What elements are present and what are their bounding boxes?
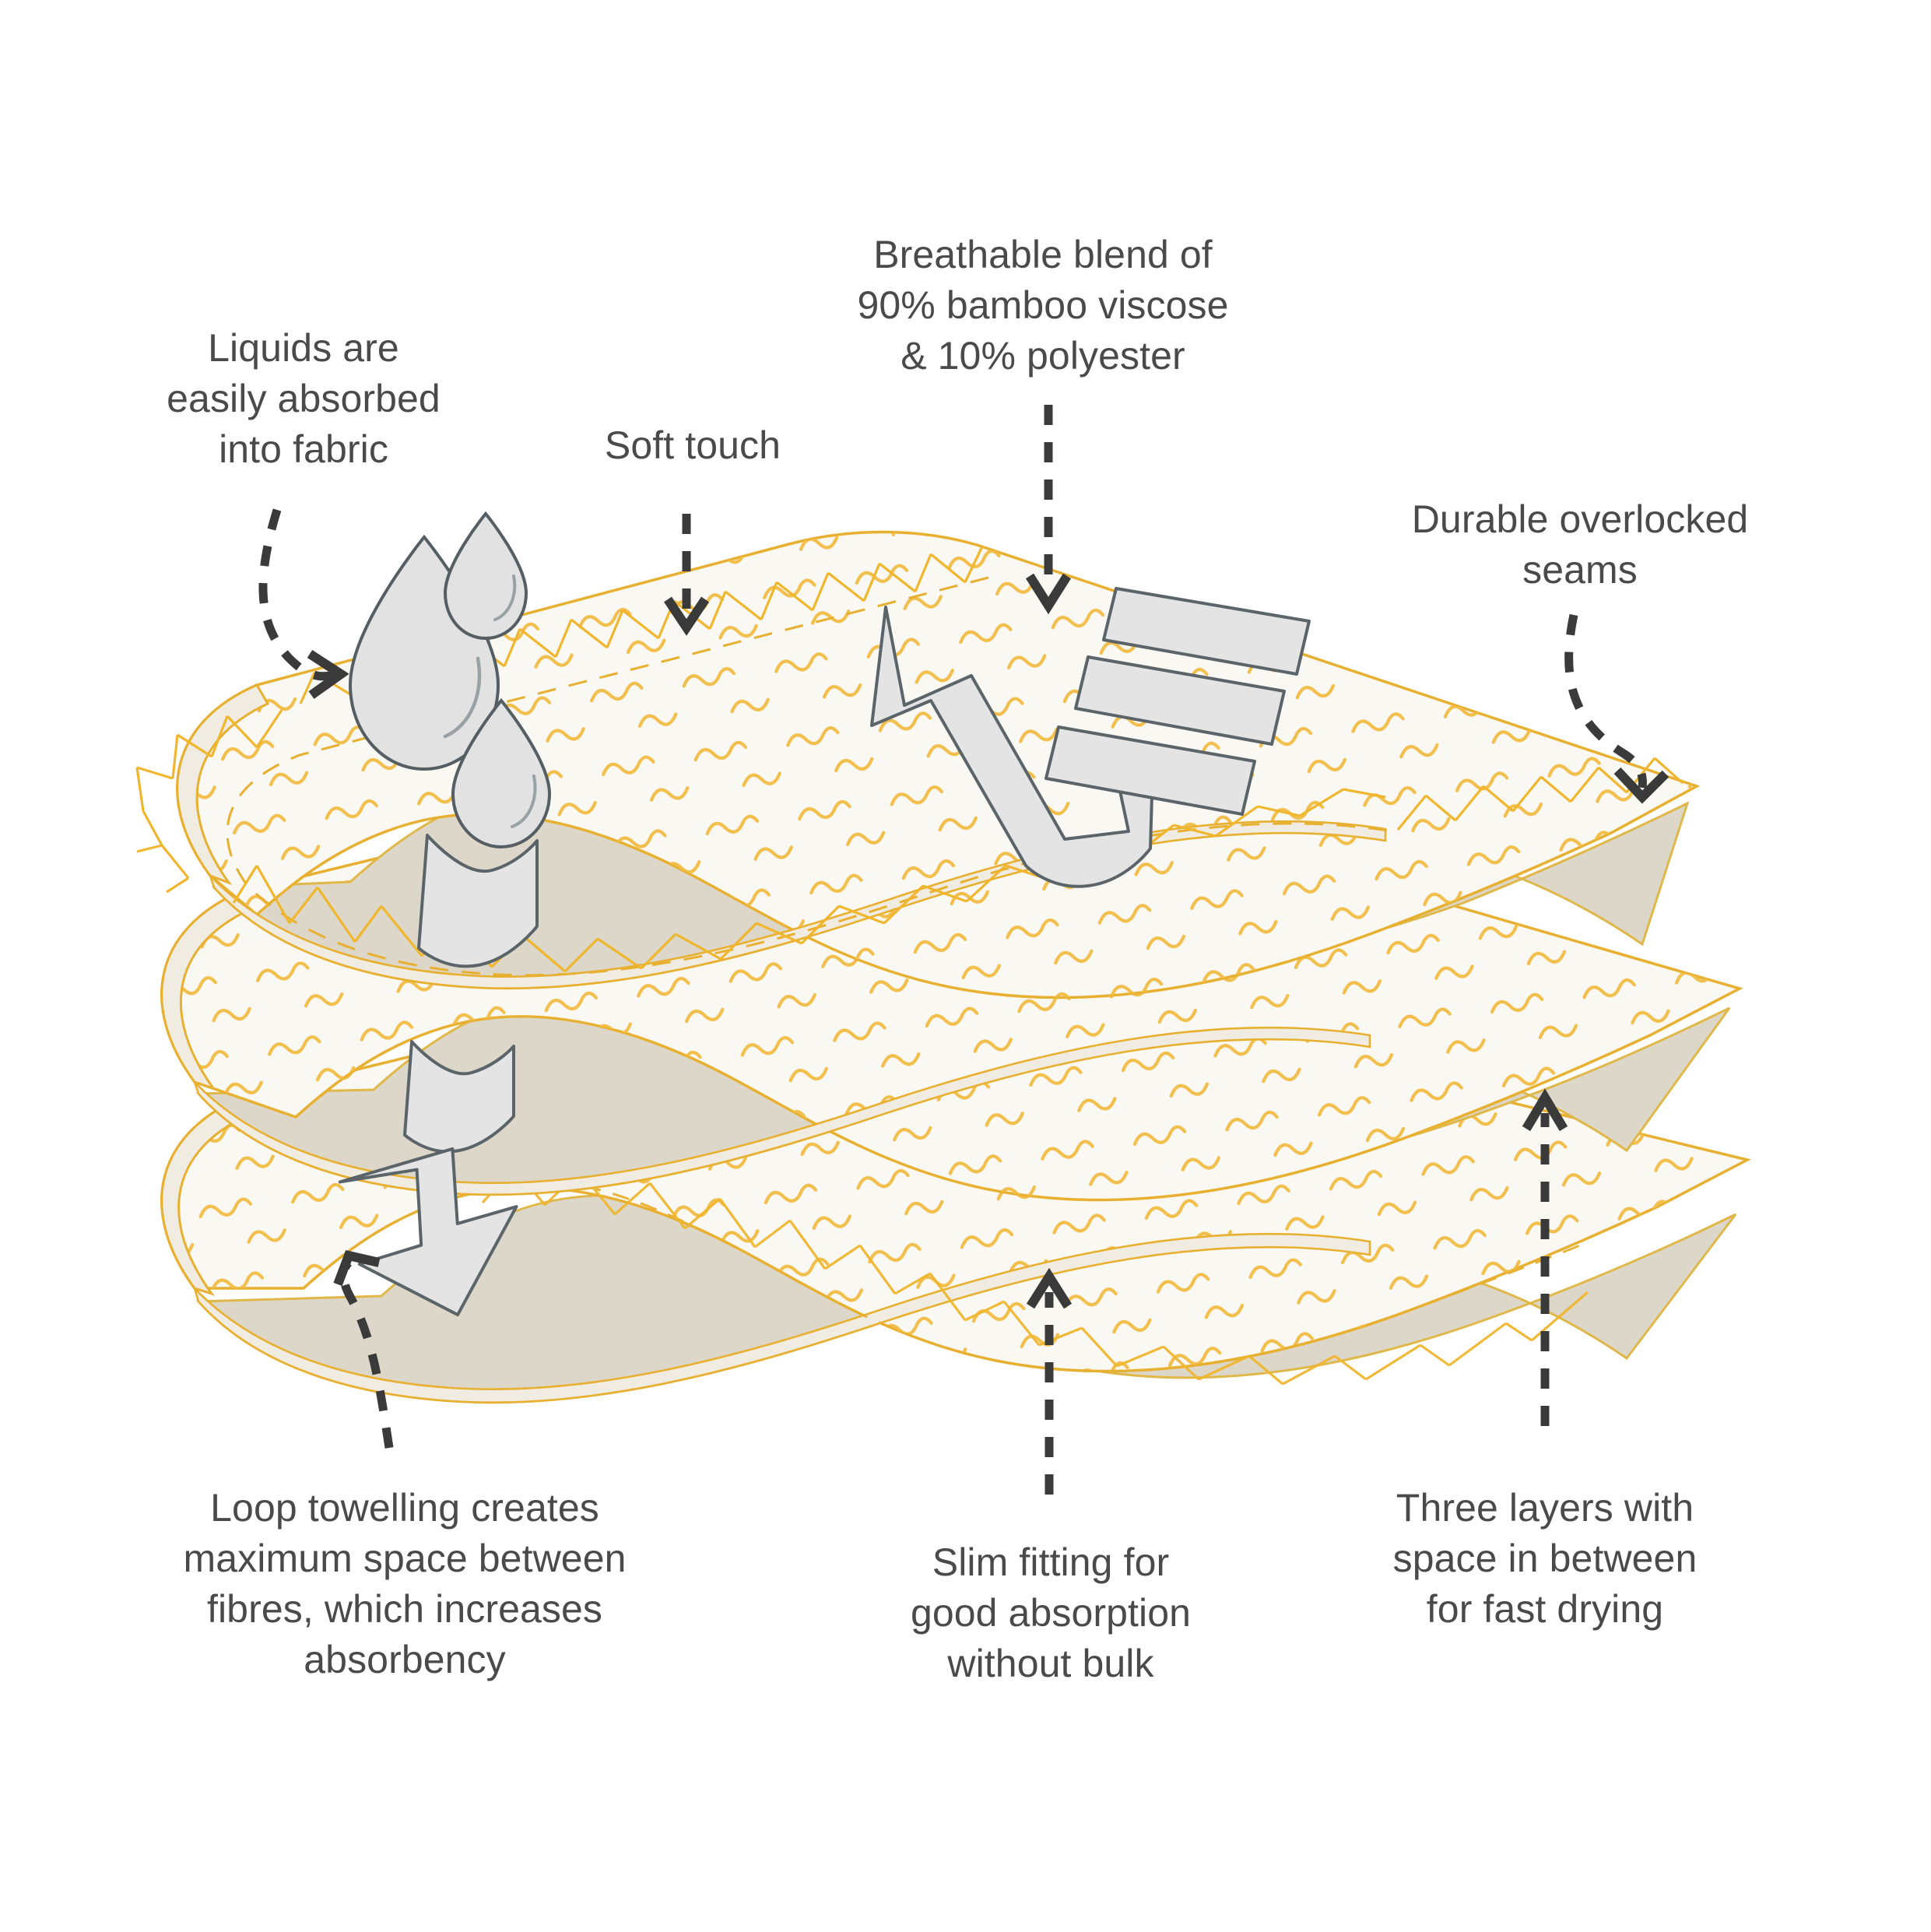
callout-loop-towelling: Loop towelling creates maximum space bet…: [183, 1486, 627, 1681]
callout-breathable-blend: Breathable blend of 90% bamboo viscose &…: [857, 233, 1229, 378]
pointer-soft-touch: [664, 514, 709, 636]
pointer-seams: [1564, 613, 1669, 804]
absorption-down-arrow: [338, 1147, 518, 1317]
callout-liquids-absorbed: Liquids are easily absorbed into fabric: [167, 326, 441, 471]
pointer-three-layers: [1522, 1088, 1568, 1426]
bottom-layer-overlock-seam: [466, 1166, 1589, 1386]
top-layer-front-edge: [209, 820, 1387, 989]
pointer-loop-towelling: [333, 1249, 394, 1449]
fabric-swatch-top: [417, 834, 539, 968]
callout-soft-touch: Soft touch: [604, 423, 781, 467]
water-droplets-group: [348, 511, 552, 849]
airflow-arrow-group: [870, 587, 1311, 888]
droplet-medium-highlight: [511, 775, 537, 828]
pointer-breathable: [1025, 405, 1072, 615]
bottom-layer-front-edge: [193, 1232, 1371, 1403]
fabric-swatch-middle: [403, 1040, 515, 1154]
droplet-small-highlight: [493, 574, 517, 621]
droplet-large-highlight: [443, 656, 482, 739]
water-droplet-small: [443, 511, 528, 641]
middle-layer-front-edge: [193, 1026, 1371, 1196]
pointer-arrows-group: [258, 405, 1669, 1495]
callout-durable-overlocked-seams: Durable overlocked seams: [1411, 497, 1749, 592]
water-droplet-medium: [451, 697, 552, 849]
pointer-liquids: [258, 508, 349, 699]
callout-three-layers: Three layers with space in between for f…: [1392, 1486, 1698, 1631]
top-layer-edge-band: [176, 683, 270, 886]
fabric-swatch-group: [403, 834, 539, 1154]
airflow-dash-marks: [1044, 587, 1311, 816]
pointer-slim-fitting: [1026, 1267, 1073, 1495]
callout-slim-fitting: Slim fitting for good absorption without…: [910, 1540, 1192, 1685]
